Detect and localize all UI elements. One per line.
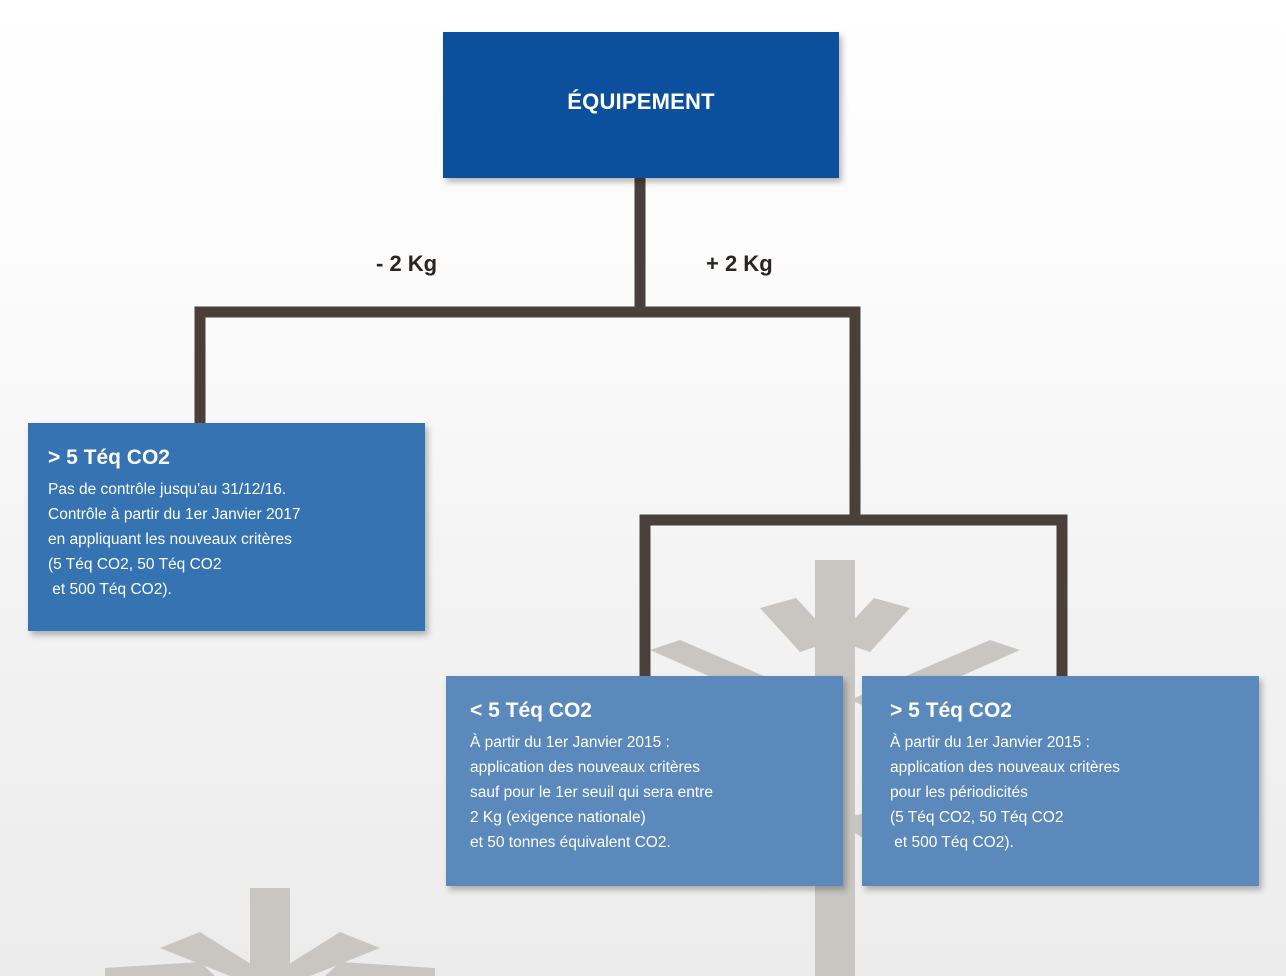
- node-text-line: À partir du 1er Janvier 2015 :: [890, 734, 1090, 751]
- node-text-line: en appliquant les nouveaux critères: [48, 531, 292, 548]
- snowflake-lower-icon: [105, 888, 435, 976]
- node-heading: > 5 Téq CO2: [890, 699, 1012, 722]
- node-text-line: Contrôle à partir du 1er Janvier 2017: [48, 506, 301, 523]
- node-text-line: et 500 Téq CO2).: [890, 834, 1014, 851]
- node-text-line: (5 Téq CO2, 50 Téq CO2: [48, 556, 222, 573]
- node-text-line: et 50 tonnes équivalent CO2.: [470, 834, 671, 851]
- node-text-line: Pas de contrôle jusqu'au 31/12/16.: [48, 481, 287, 498]
- node-more-2kg-under-5teq: < 5 Téq CO2 À partir du 1er Janvier 2015…: [446, 676, 843, 886]
- node-text-line: 2 Kg (exigence nationale): [470, 809, 646, 826]
- connector-top-branch: [194, 306, 861, 520]
- node-text-line: sauf pour le 1er seuil qui sera entre: [470, 784, 713, 801]
- node-text-line: application des nouveaux critères: [890, 759, 1121, 776]
- node-more-2kg-over-5teq: > 5 Téq CO2 À partir du 1er Janvier 2015…: [862, 676, 1259, 886]
- node-equipement-title: ÉQUIPEMENT: [567, 89, 715, 114]
- node-text-line: À partir du 1er Janvier 2015 :: [470, 734, 670, 751]
- node-text-line: et 500 Téq CO2).: [48, 581, 172, 598]
- node-text-line: application des nouveaux critères: [470, 759, 701, 776]
- connector-lower-branch: [639, 514, 1068, 680]
- edge-label-more-2kg: + 2 Kg: [706, 251, 773, 276]
- node-heading: > 5 Téq CO2: [48, 446, 170, 469]
- node-less-2kg-over-5teq: > 5 Téq CO2 Pas de contrôle jusqu'au 31/…: [28, 423, 425, 631]
- node-equipement: ÉQUIPEMENT: [443, 32, 839, 178]
- node-heading: < 5 Téq CO2: [470, 699, 592, 722]
- node-text-line: pour les périodicités: [890, 784, 1028, 801]
- node-text-line: (5 Téq CO2, 50 Téq CO2: [890, 809, 1064, 826]
- edge-label-less-2kg: - 2 Kg: [376, 251, 438, 276]
